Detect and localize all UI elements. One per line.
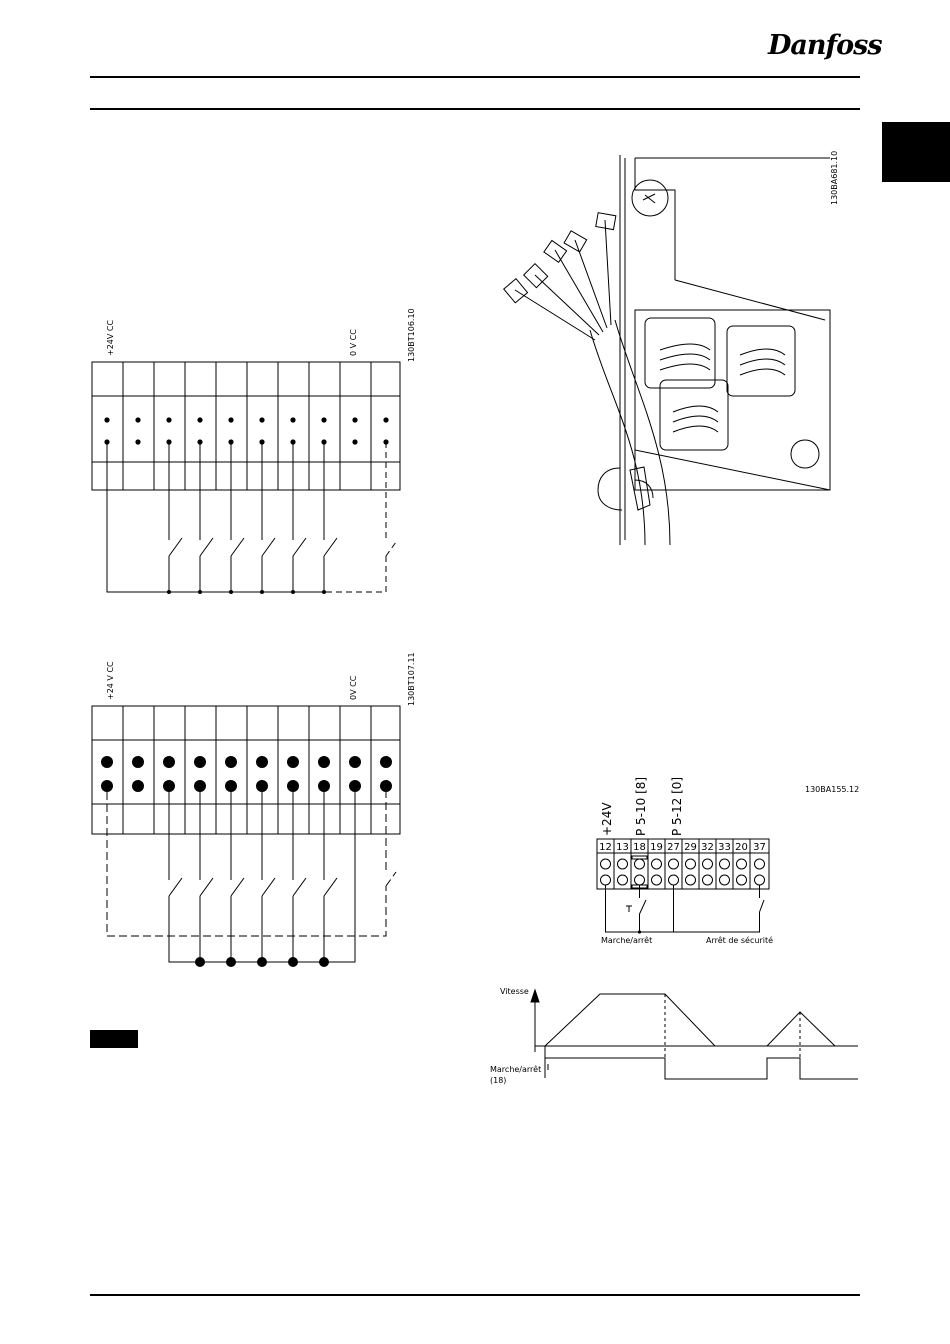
pnp-figure-code: 130BT106.10 xyxy=(407,308,416,362)
start-stop-terminal-diagram: 12 13 18 19 27 29 32 33 20 37 Marche/arr… xyxy=(596,838,796,948)
npn-figure-code: 130BT107.11 xyxy=(407,652,416,706)
pnp-wiring-diagram xyxy=(90,360,410,600)
start-stop-switch-label: Marche/arrêt xyxy=(601,935,652,945)
terminal-12: 12 xyxy=(599,842,612,853)
chapter-tab xyxy=(882,122,950,182)
note-label-box xyxy=(90,1030,138,1048)
npn-wiring-diagram xyxy=(90,704,410,974)
terminal-27: 27 xyxy=(667,842,680,853)
terminal-18: 18 xyxy=(633,842,646,853)
speed-timing-diagram: Vitesse Marche/arrêt (18) xyxy=(490,984,862,1094)
speed-axis-label: Vitesse xyxy=(500,987,529,996)
param-5-10-label: P 5-10 [8] xyxy=(634,777,648,836)
header-rule-bottom xyxy=(90,108,860,110)
safe-stop-switch-label: Arrêt de sécurité xyxy=(706,935,773,945)
npn-zero-label: 0V CC xyxy=(349,676,358,700)
danfoss-logo: Danfoss xyxy=(768,30,858,70)
terminal-supply-label: +24V xyxy=(600,802,614,836)
pnp-zero-label: 0 V CC xyxy=(349,329,358,356)
npn-supply-label: +24 V CC xyxy=(106,661,115,700)
start-stop-figure-code: 130BA155.12 xyxy=(805,785,859,794)
cable-figure-code: 130BA681.10 xyxy=(830,151,839,205)
terminal-32: 32 xyxy=(701,842,714,853)
terminal-20: 20 xyxy=(735,842,748,853)
terminal-33: 33 xyxy=(718,842,731,853)
footer-rule xyxy=(90,1294,860,1296)
input-axis-label-line2: (18) xyxy=(490,1076,506,1085)
terminal-29: 29 xyxy=(684,842,697,853)
cable-clamp-illustration xyxy=(495,150,830,545)
terminal-37: 37 xyxy=(753,842,766,853)
header-rule-top xyxy=(90,76,860,78)
terminal-19: 19 xyxy=(650,842,663,853)
pnp-supply-label: +24V CC xyxy=(106,320,115,356)
param-5-12-label: P 5-12 [0] xyxy=(670,777,684,836)
input-axis-label-line1: Marche/arrêt xyxy=(490,1064,541,1074)
terminal-13: 13 xyxy=(616,842,629,853)
